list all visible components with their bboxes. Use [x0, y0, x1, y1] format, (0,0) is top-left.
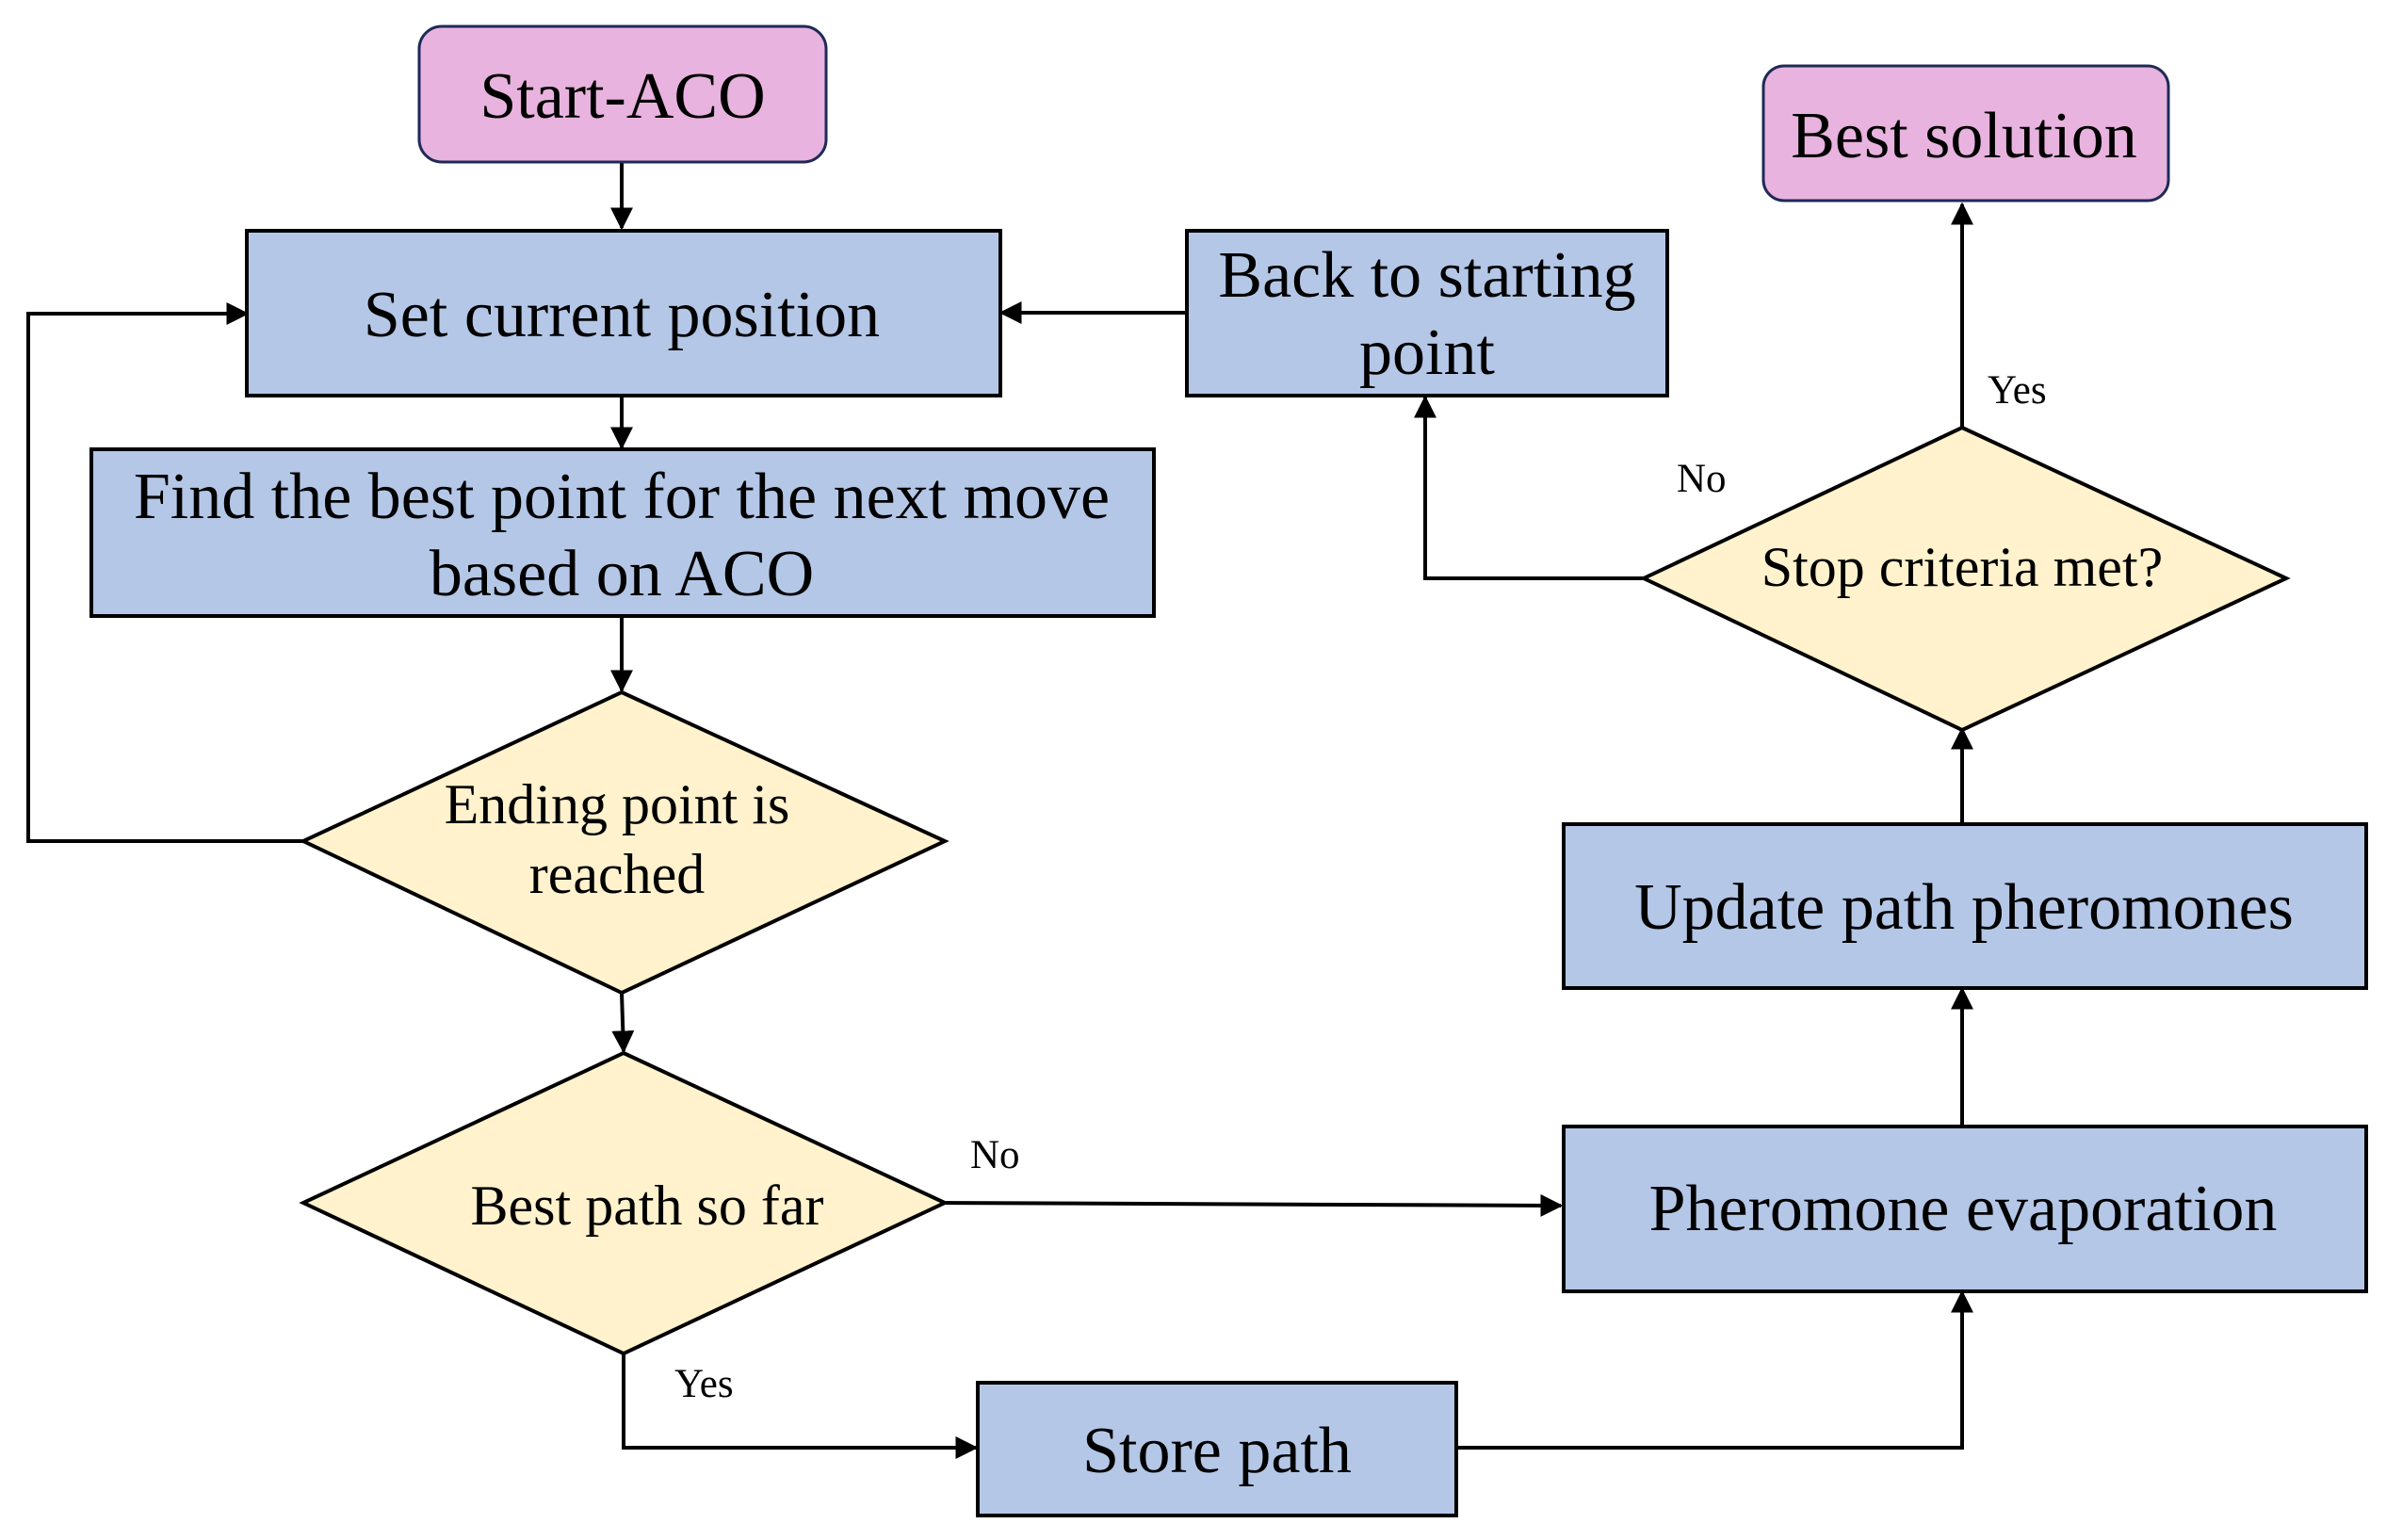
set-position-node: Set current position [245, 229, 1002, 397]
best-solution-node: Best solution [1761, 64, 2170, 203]
edge-label-best-path-no: No [970, 1133, 1020, 1177]
edge-best-path-yes [622, 1354, 979, 1459]
evaporation-node: Pheromone evaporation [1562, 1125, 2368, 1293]
connectors [26, 162, 1973, 1459]
store-path-shape [976, 1381, 1458, 1517]
back-to-start-shape [1185, 229, 1669, 397]
edge-stop-no [1414, 395, 1644, 580]
back-to-start-node: Back to starting point [1185, 229, 1669, 397]
find-best-node: Find the best point for the next move ba… [89, 447, 1156, 618]
ending-point-label-line2: reached [529, 843, 706, 905]
start-shape [417, 24, 828, 164]
start-node: Start-ACO [417, 24, 828, 164]
find-best-label-line1: Find the best point for the next move [134, 461, 1110, 533]
best-path-decision: Best path so far [299, 1050, 950, 1356]
back-to-start-label-line2: point [1359, 316, 1495, 389]
best-solution-shape [1761, 64, 2170, 203]
best-path-shape [299, 1050, 950, 1356]
edge-store-to-evaporation [1455, 1289, 1973, 1450]
best-solution-label: Best solution [1791, 100, 2137, 172]
store-path-node: Store path [976, 1381, 1458, 1517]
update-node: Update path pheromones [1562, 822, 2368, 990]
edge-label-best-path-yes: Yes [674, 1362, 734, 1406]
stop-criteria-label: Stop criteria met? [1761, 536, 2164, 598]
set-position-label: Set current position [364, 279, 880, 351]
ending-point-label-line1: Ending point is [445, 773, 790, 835]
edge-label-stop-no: No [1677, 457, 1727, 501]
store-path-label: Store path [1082, 1415, 1352, 1487]
stop-criteria-shape [1639, 425, 2291, 733]
set-position-shape [245, 229, 1002, 397]
start-label: Start-ACO [479, 60, 765, 133]
edge-label-stop-yes: Yes [1988, 368, 2047, 413]
find-best-shape [89, 447, 1156, 618]
find-best-label-line2: based on ACO [430, 538, 814, 610]
edge-best-path-no [941, 1193, 1564, 1217]
ending-point-shape [299, 689, 950, 996]
edge-ending-to-best-path [611, 992, 635, 1054]
best-path-label: Best path so far [471, 1175, 824, 1237]
edge-ending-loop-back [26, 302, 303, 843]
ending-point-decision: Ending point is reached [299, 689, 950, 996]
back-to-start-label-line1: Back to starting [1218, 239, 1635, 312]
stop-criteria-decision: Stop criteria met? [1639, 425, 2291, 733]
update-label: Update path pheromones [1634, 871, 2294, 944]
update-shape [1562, 822, 2368, 990]
evaporation-shape [1562, 1125, 2368, 1293]
evaporation-label: Pheromone evaporation [1649, 1173, 2278, 1245]
